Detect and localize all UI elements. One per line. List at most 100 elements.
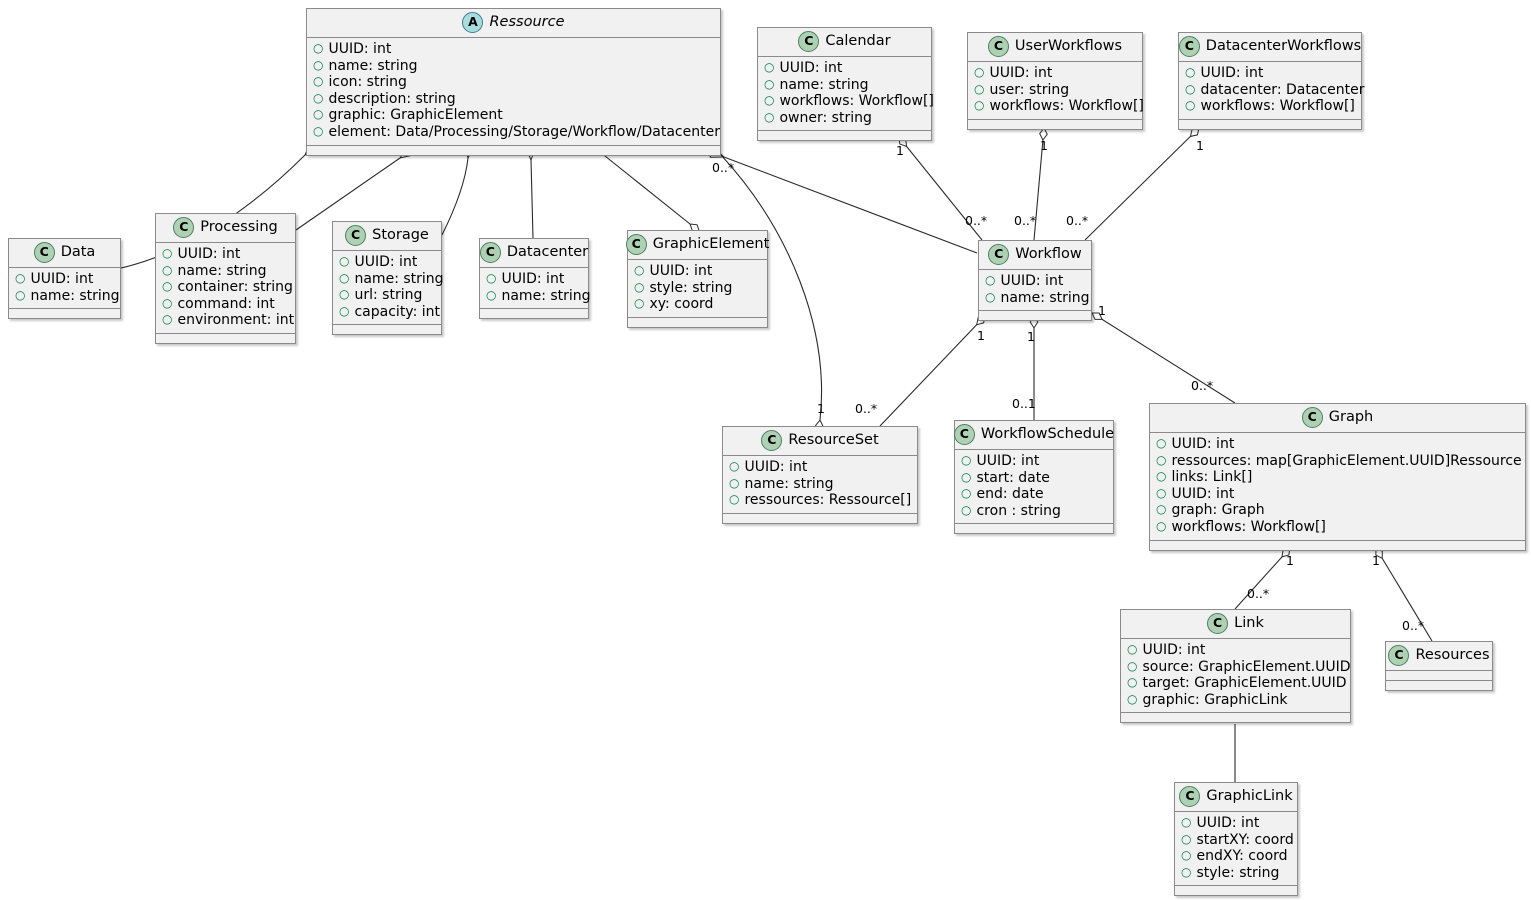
attribute-row: ○UUID: int — [961, 453, 1107, 470]
attribute-row: ○UUID: int — [634, 263, 761, 280]
visibility-public-icon: ○ — [961, 486, 972, 501]
attribute-label: UUID: int — [501, 271, 565, 287]
class-name-calendar: Calendar — [825, 33, 891, 50]
attribute-row: ○start: date — [961, 470, 1107, 487]
attribute-label: capacity: int — [354, 303, 440, 320]
class-name-link: Link — [1234, 615, 1264, 632]
visibility-public-icon: ○ — [729, 459, 740, 473]
class-methods-graph — [1150, 540, 1525, 550]
class-attributes-datacenter: ○UUID: int○name: string — [480, 268, 591, 310]
class-methods-data — [9, 309, 120, 319]
attribute-label: endXY: coord — [1196, 848, 1288, 865]
visibility-public-icon: ○ — [961, 453, 972, 467]
attribute-row: ○user: string — [974, 82, 1136, 99]
attribute-label: name: string — [779, 76, 869, 93]
attribute-row: ○UUID: int — [15, 271, 114, 288]
attribute-label: name: string — [177, 262, 267, 279]
multiplicity-label: 0..* — [1247, 586, 1270, 601]
class-attributes-graph: ○UUID: int○ressources: map[GraphicElemen… — [1150, 433, 1525, 541]
attribute-label: name: string — [1000, 289, 1090, 306]
visibility-public-icon: ○ — [961, 469, 972, 484]
class-attributes-resourceset: ○UUID: int○name: string○ressources: Ress… — [723, 456, 917, 514]
class-attributes-datacenterworkflows: ○UUID: int○datacenter: Datacenter○workfl… — [1179, 62, 1365, 120]
attribute-label: end: date — [976, 486, 1044, 503]
attribute-label: datacenter: Datacenter — [1200, 81, 1365, 98]
class-name-workflowschedule: WorkflowSchedule — [980, 426, 1115, 443]
edge-storage-ressource — [441, 158, 468, 236]
class-methods-datacenterworkflows — [1179, 119, 1361, 129]
edge-workflow-graph — [1091, 312, 1236, 404]
visibility-public-icon: ○ — [162, 312, 173, 327]
class-name-data: Data — [60, 244, 96, 261]
attribute-row: ○UUID: int — [729, 459, 911, 476]
attribute-label: ressources: map[GraphicElement.UUID]Ress… — [1171, 452, 1522, 469]
attribute-label: workflows: Workflow[] — [989, 98, 1144, 115]
class-attributes-storage: ○UUID: int○name: string○url: string○capa… — [333, 251, 444, 326]
attribute-row: ○UUID: int — [313, 41, 714, 58]
attribute-label: name: string — [744, 475, 834, 492]
class-attributes-graphicelement: ○UUID: int○style: string○xy: coord — [628, 260, 767, 318]
visibility-public-icon: ○ — [313, 74, 324, 89]
class-methods-resourceset — [723, 513, 917, 523]
multiplicity-label: 1 — [1196, 138, 1204, 153]
attribute-label: UUID: int — [1196, 815, 1260, 831]
class-stereotype-icon: C — [345, 225, 367, 246]
class-stereotype-icon: C — [1301, 407, 1323, 428]
class-stereotype-icon: C — [1388, 645, 1410, 666]
visibility-public-icon: ○ — [162, 295, 173, 310]
class-name-graph: Graph — [1328, 409, 1374, 426]
attribute-label: UUID: int — [328, 41, 392, 57]
attribute-label: graphic: GraphicElement — [328, 107, 503, 124]
attribute-row: ○cron : string — [961, 503, 1107, 520]
attribute-label: xy: coord — [649, 296, 714, 313]
class-stereotype-icon: C — [1179, 786, 1201, 807]
multiplicity-label: 0..* — [712, 160, 735, 175]
class-box-graph[interactable]: C Graph ○UUID: int○ressources: map[Graphic… — [1149, 403, 1526, 551]
multiplicity-label: 0..* — [1402, 618, 1425, 633]
attribute-row: ○UUID: int — [1156, 436, 1519, 453]
attribute-row: ○UUID: int — [339, 254, 435, 271]
class-stereotype-icon: C — [33, 242, 55, 263]
visibility-public-icon: ○ — [634, 263, 645, 277]
visibility-public-icon: ○ — [339, 254, 350, 268]
attribute-row: ○name: string — [162, 263, 289, 280]
class-header-graph: C Graph — [1150, 404, 1525, 433]
edge-ressource-graphicelement — [599, 151, 701, 233]
visibility-public-icon: ○ — [313, 57, 324, 72]
attribute-label: command: int — [177, 295, 275, 312]
attribute-row: ○description: string — [313, 91, 714, 108]
class-name-datacenter: Datacenter — [506, 244, 589, 261]
class-stereotype-icon: C — [1207, 613, 1229, 634]
attribute-label: target: GraphicElement.UUID — [1142, 675, 1347, 692]
attribute-row: ○ UUID: int — [486, 271, 582, 288]
attribute-row: ○style: string — [1181, 865, 1291, 882]
visibility-public-icon: ○ — [634, 296, 645, 311]
visibility-public-icon: ○ — [729, 492, 740, 507]
class-attributes-ressource: ○UUID: int○name: string○icon: string○des… — [307, 38, 720, 146]
class-name-resourceset: ResourceSet — [788, 432, 879, 449]
class-attributes-resources — [1386, 671, 1492, 681]
attribute-label: style: string — [1196, 864, 1280, 881]
class-attributes-workflowschedule: ○UUID: int○start: date○end: date○cron : … — [955, 450, 1113, 525]
visibility-public-icon: ○ — [486, 271, 497, 285]
visibility-public-icon: ○ — [764, 76, 775, 91]
attribute-label: container: string — [177, 279, 293, 296]
